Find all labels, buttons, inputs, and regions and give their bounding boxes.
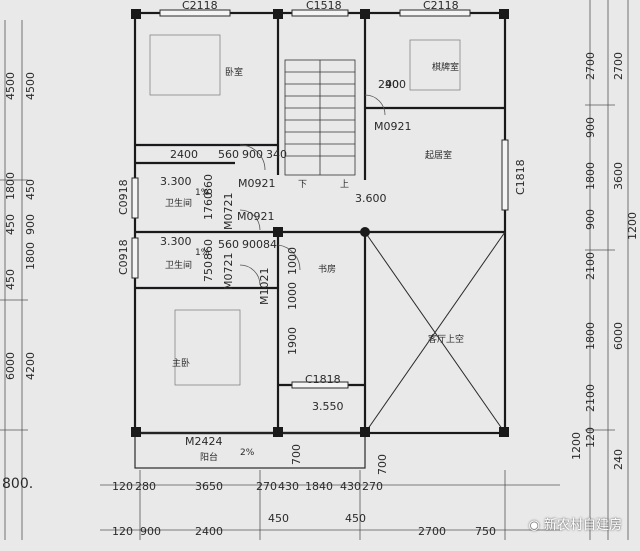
right-edge-dim-0: 1200 (626, 212, 639, 240)
watermark-text: 新农村自建房 (543, 518, 622, 533)
left-inner-dim-1: 450 (24, 179, 37, 200)
interior-dim-8: 900 (385, 78, 406, 91)
interior-dim-16: 700 (290, 444, 303, 465)
stair-down: 下 (298, 180, 307, 190)
interior-dim-9: 860 (202, 174, 215, 195)
stray-text: 800. (2, 476, 33, 492)
right-inner-dim-4: 2100 (584, 252, 597, 280)
door-6: M1021 (258, 268, 271, 306)
left-inner-dim-0: 4500 (24, 72, 37, 100)
bottom-dim-1-5: 1840 (305, 480, 333, 493)
room-study: 书房 (318, 263, 336, 275)
interior-dim-11: 860 (202, 239, 215, 260)
interior-dim-17: 1000 (286, 247, 299, 275)
right-inner-dim-6: 2100 (584, 384, 597, 412)
bath-level-2: 3.300 (160, 235, 192, 248)
bottom-dim-2-4: 450 (345, 512, 366, 525)
right-inner-dim-0: 2700 (584, 52, 597, 80)
interior-dim-2: 900 (242, 148, 263, 161)
interior-dim-3: 340 (266, 148, 287, 161)
interior-dim-1: 560 (218, 148, 239, 161)
right-outer-dim-2: 6000 (612, 322, 625, 350)
right-outer-dim-0: 2700 (612, 52, 625, 80)
interior-dim-13: 1000 (286, 282, 299, 310)
room-mahjong: 棋牌室 (432, 61, 459, 73)
right-inner-dim-2: 1800 (584, 162, 597, 190)
window-study: C1818 (305, 373, 341, 386)
interior-dim-5: 900 (242, 238, 263, 251)
left-outer-dim-2: 450 (4, 214, 17, 235)
door-balcony: M2424 (185, 435, 223, 448)
interior-dim-4: 560 (218, 238, 239, 251)
left-outer-dim-0: 4500 (4, 72, 17, 100)
window-top-left: C2118 (182, 0, 218, 12)
interior-dim-14: 1900 (286, 327, 299, 355)
bottom-dim-1-2: 3650 (195, 480, 223, 493)
room-master: 主卧 (172, 357, 190, 369)
bottom-dim-2-1: 900 (140, 525, 161, 538)
bottom-dim-1-1: 280 (135, 480, 156, 493)
door-4: M0721 (222, 193, 235, 231)
door-1: M0921 (374, 120, 412, 133)
stair-up: 上 (340, 179, 349, 190)
slope-1: 1% (195, 188, 210, 198)
right-inner-dim-7: 120 (584, 427, 597, 448)
wechat-icon: ◉ (528, 518, 540, 533)
room-bedroom: 卧室 (225, 66, 243, 78)
interior-dim-0: 2400 (170, 148, 198, 161)
slope-2: 1% (195, 248, 210, 258)
right-inner-dim-5: 1800 (584, 322, 597, 350)
interior-dim-15: 700 (376, 454, 389, 475)
bottom-dim-1-4: 430 (278, 480, 299, 493)
door-3: M0921 (237, 210, 275, 223)
bottom-dim-2-0: 120 (112, 525, 133, 538)
interior-dim-12: 750 (202, 261, 215, 282)
level-1: 3.600 (355, 192, 387, 205)
right-outer-dim-3: 240 (612, 449, 625, 470)
left-outer-dim-3: 450 (4, 269, 17, 290)
left-inner-dim-4: 4200 (24, 352, 37, 380)
slope-3: 2% (240, 448, 255, 458)
bottom-dim-1-7: 270 (362, 480, 383, 493)
window-bath-2: C0918 (117, 239, 130, 275)
room-bathroom-1: 卫生间 (165, 197, 192, 209)
right-outer-dim-1: 3600 (612, 162, 625, 190)
left-inner-dim-3: 1800 (24, 242, 37, 270)
window-bath-1: C0918 (117, 179, 130, 215)
bottom-dim-2-2: 2400 (195, 525, 223, 538)
room-living: 起居室 (425, 149, 452, 161)
right-inner-dim-3: 900 (584, 209, 597, 230)
right-edge-dim-1: 1200 (570, 432, 583, 460)
bottom-dim-1-0: 120 (112, 480, 133, 493)
bottom-dim-2-6: 750 (475, 525, 496, 538)
interior-dim-6: 84 (263, 238, 277, 251)
bottom-dim-2-3: 450 (268, 512, 289, 525)
door-2: M0921 (238, 177, 276, 190)
level-2: 3.550 (312, 400, 344, 413)
interior-dim-7: 240 (378, 78, 399, 91)
left-outer-dim-4: 6000 (4, 352, 17, 380)
room-bathroom-2: 卫生间 (165, 259, 192, 271)
left-inner-dim-2: 900 (24, 214, 37, 235)
bottom-dim-1-6: 430 (340, 480, 361, 493)
window-top-mid: C1518 (306, 0, 342, 12)
watermark: ◉ 新农村自建房 (529, 514, 623, 533)
left-outer-dim-1: 1800 (4, 172, 17, 200)
door-5: M0721 (222, 253, 235, 291)
bottom-dim-2-5: 2700 (418, 525, 446, 538)
room-hall-void: 客厅上空 (428, 333, 464, 345)
bath-level-1: 3.300 (160, 175, 192, 188)
right-inner-dim-1: 900 (584, 117, 597, 138)
room-balcony: 阳台 (200, 451, 218, 463)
window-top-right: C2118 (423, 0, 459, 12)
window-right: C1818 (514, 159, 527, 195)
bottom-dim-1-3: 270 (256, 480, 277, 493)
interior-dim-10: 1760 (202, 192, 215, 220)
